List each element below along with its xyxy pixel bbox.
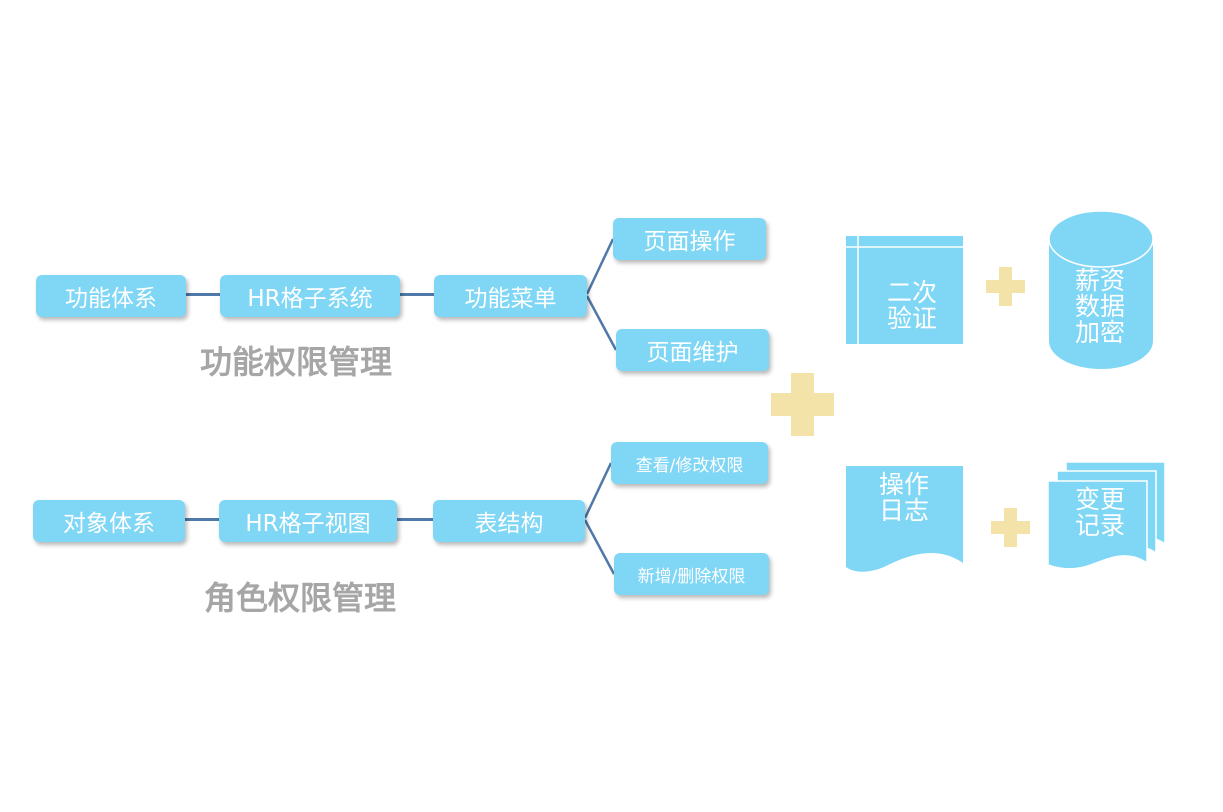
change-line-1: 变更	[1074, 485, 1125, 514]
log-line-2: 日志	[878, 496, 929, 525]
connector-line	[397, 518, 433, 521]
encryption-line-3: 加密	[1074, 318, 1125, 347]
connector-line	[400, 293, 434, 296]
connector-line	[185, 518, 219, 521]
node-function-system: 功能体系	[36, 275, 186, 317]
verification-line-2: 验证	[886, 304, 937, 333]
change-line-2: 记录	[1074, 511, 1125, 540]
multi-document-icon	[1047, 461, 1166, 570]
plus-icon	[771, 373, 834, 436]
function-permission-title: 功能权限管理	[200, 343, 393, 381]
plus-icon	[991, 508, 1030, 547]
encryption-line-2: 数据	[1074, 292, 1125, 321]
log-line-1: 操作	[878, 470, 929, 499]
node-page-maintenance: 页面维护	[616, 329, 769, 371]
node-table-structure: 表结构	[433, 500, 585, 542]
node-view-edit-permission: 查看/修改权限	[611, 442, 768, 484]
document-icon	[846, 466, 963, 572]
role-permission-title: 角色权限管理	[204, 579, 397, 617]
node-hr-view: HR格子视图	[219, 500, 397, 542]
node-hr-system: HR格子系统	[220, 275, 400, 317]
node-function-menu: 功能菜单	[434, 275, 587, 317]
node-add-delete-permission: 新增/删除权限	[614, 553, 769, 595]
plus-icon	[986, 267, 1025, 306]
verification-line-1: 二次	[886, 278, 937, 307]
verification-shape	[846, 236, 963, 344]
node-page-operation: 页面操作	[613, 218, 766, 260]
connector-line	[186, 293, 220, 296]
node-object-system: 对象体系	[33, 500, 185, 542]
database-icon	[1048, 210, 1154, 369]
encryption-line-1: 薪资	[1074, 266, 1125, 295]
